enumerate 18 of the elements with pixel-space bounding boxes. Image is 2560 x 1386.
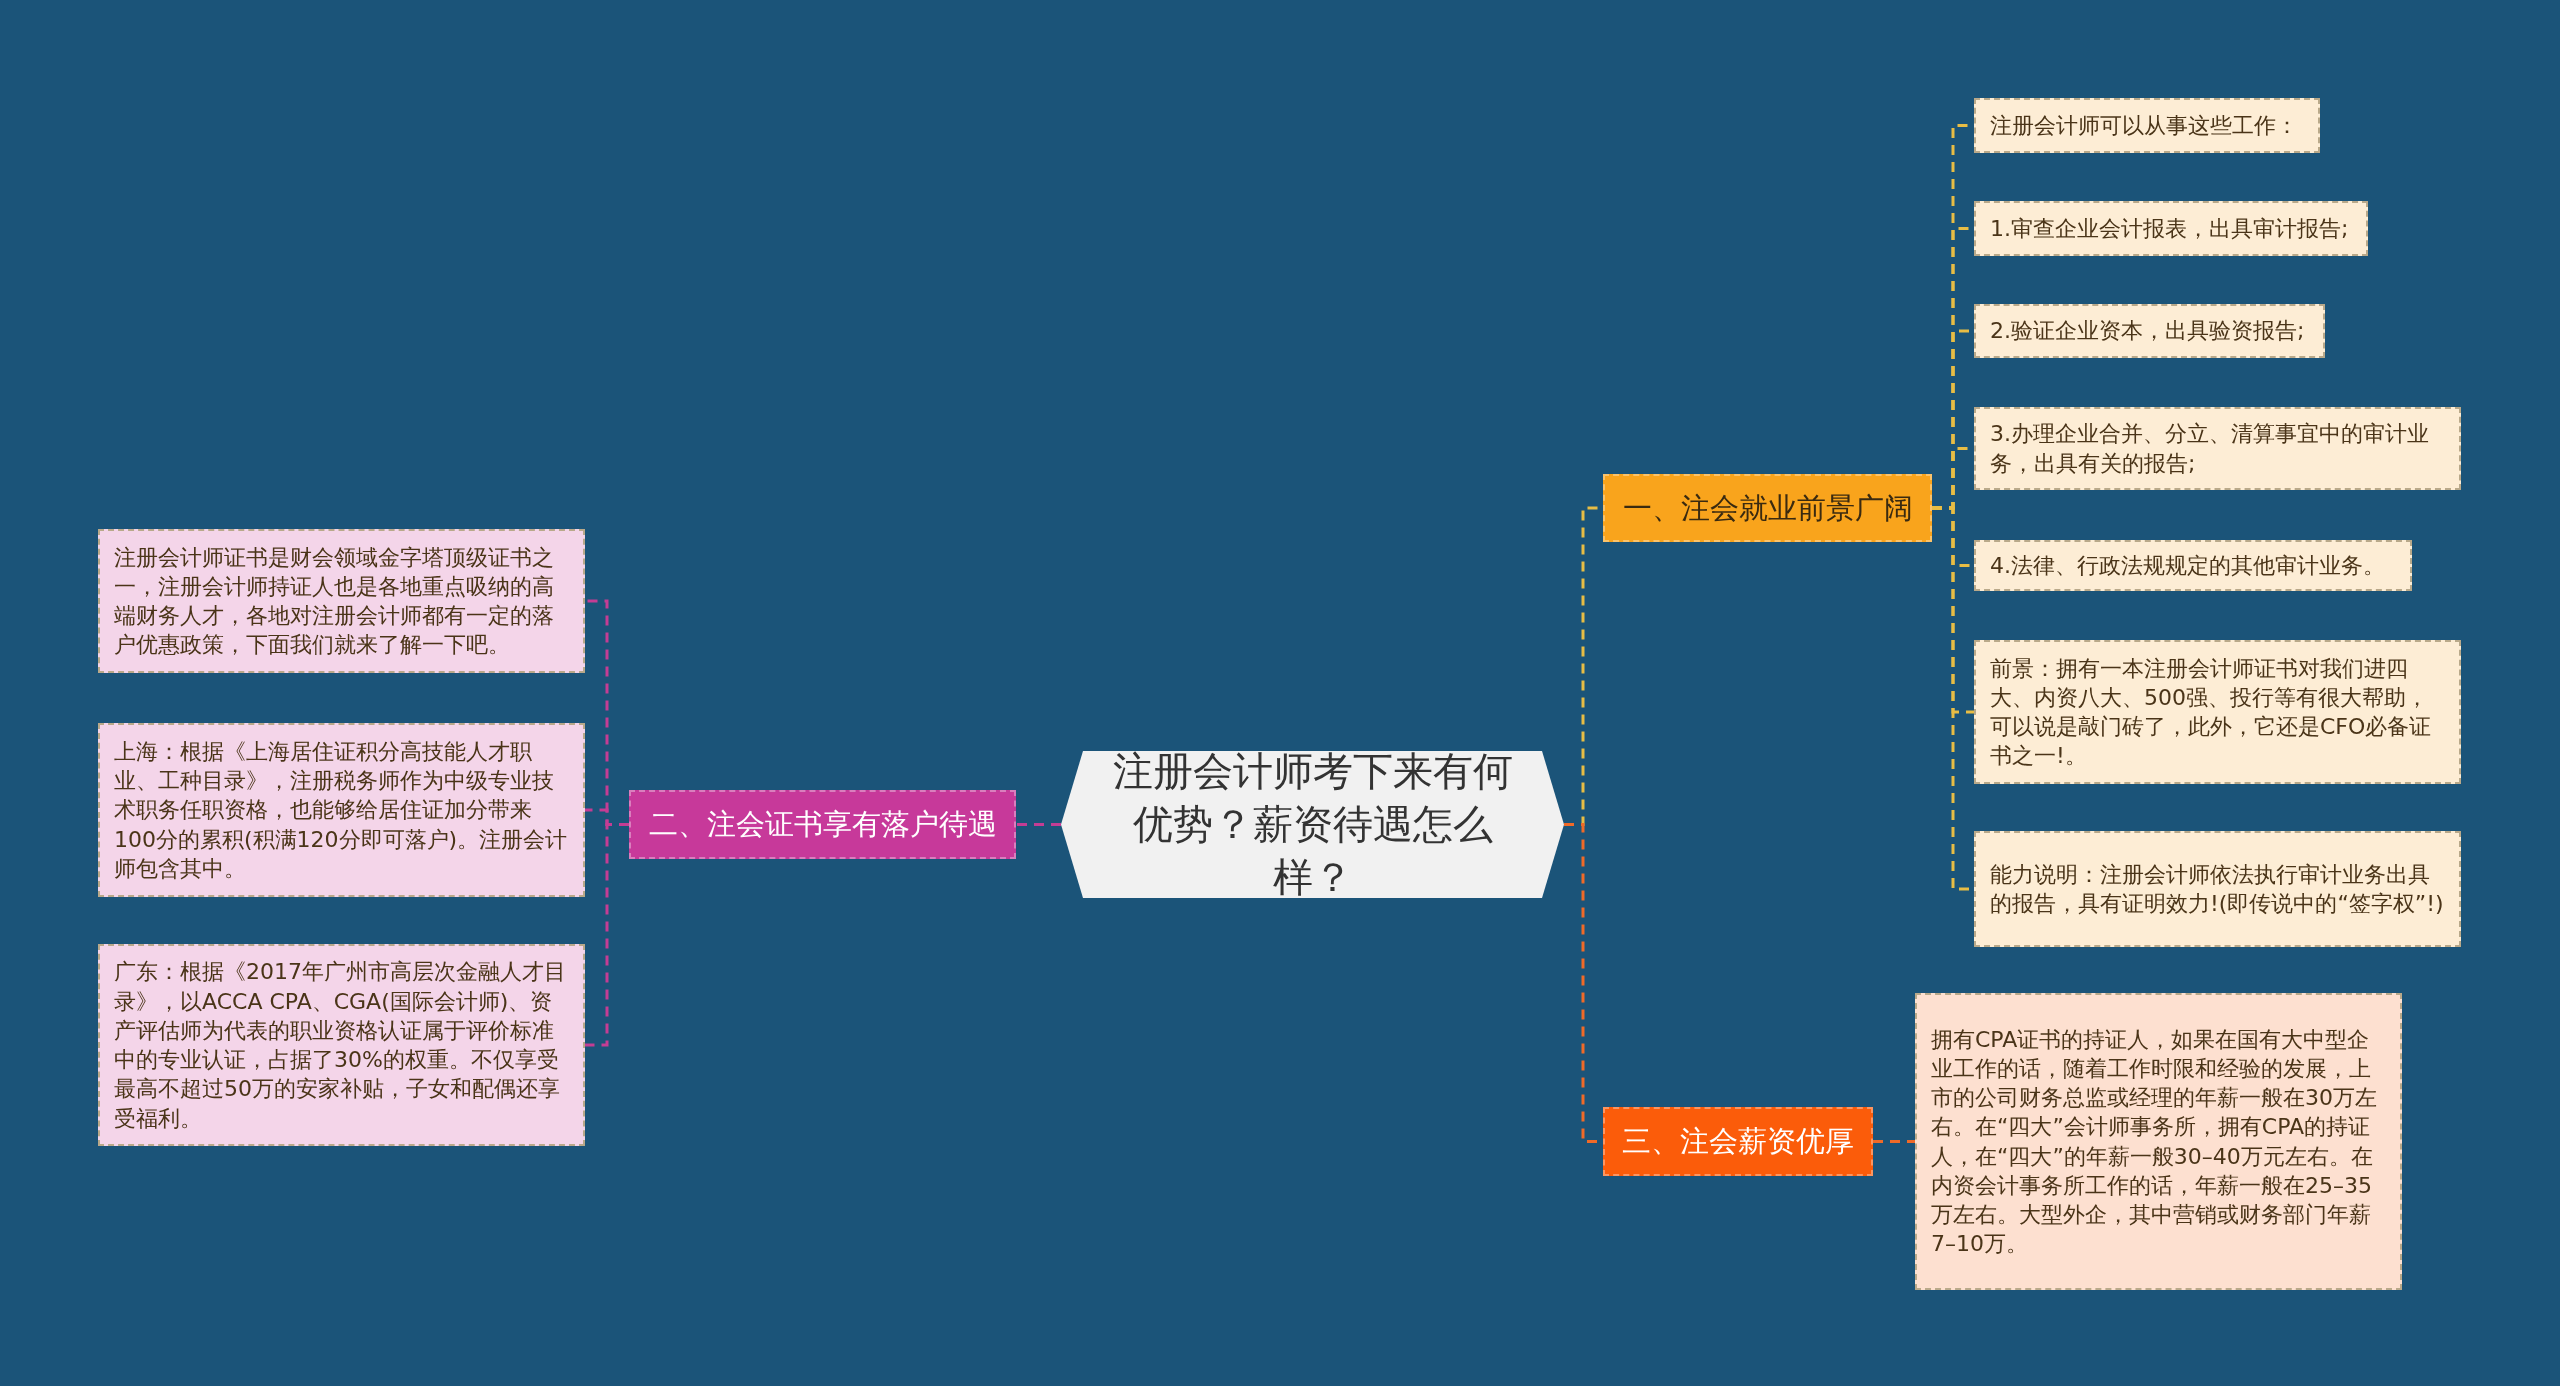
note-box: 广东：根据《2017年广州市高层次金融人才目录》，以ACCA CPA、CGA(国际会计师)、资产评估师为代表的职业资格认证属于评价标准中的专业认证，占据了30%的权重。不仅享受最高不超过50万的安家补贴，子女和配偶还享受福利。 [98, 944, 585, 1146]
note-box: 注册会计师证书是财会领域金字塔顶级证书之一，注册会计师持证人也是各地重点吸纳的高端财务人才，各地对注册会计师都有一定的落户优惠政策，下面我们就来了解一下吧。 [98, 529, 585, 673]
note-box: 上海：根据《上海居住证积分高技能人才职业、工种目录》，注册税务师作为中级专业技术职务任职资格，也能够给居住证加分带来100分的累积(积满120分即可落户)。注册会计师包含其中。 [98, 723, 585, 897]
topic-box: 一、注会就业前景广阔 [1603, 474, 1932, 542]
connector-line [1873, 1140, 1915, 1143]
note-box: 前景：拥有一本注册会计师证书对我们进四大、内资八大、500强、投行等有很大帮助，可以说是敲门砖了，此外，它还是CFO必备证书之一!。 [1974, 640, 2461, 784]
note-box: 注册会计师可以从事这些工作： [1974, 98, 2320, 153]
topic-title: 注册会计师考下来有何优势？薪资待遇怎么样？ [1111, 746, 1514, 903]
topic-box: 三、注会薪资优厚 [1603, 1107, 1873, 1176]
connector-line [585, 823, 629, 1047]
topic-box: 二、注会证书享有落户待遇 [629, 790, 1016, 859]
note-box: 1.审查企业会计报表，出具审计报告; [1974, 201, 2368, 256]
note-box: 能力说明：注册会计师依法执行审计业务出具的报告，具有证明效力!(即传说中的“签字权”!) [1974, 831, 2461, 947]
note-box: 拥有CPA证书的持证人，如果在国有大中型企业工作的话，随着工作时限和经验的发展，上市的公司财务总监或经理的年薪一般在30万左右。在“四大”会计师事务所，拥有CPA的持证人，在“四大”的年薪一般30–40万元左右。在内资会计事务所工作的话，年薪一般在25–35万左右。大型外企，其中营销或财务部门年薪7–10万。 [1915, 993, 2402, 1290]
connector-line [1016, 823, 1061, 826]
note-box: 3.办理企业合并、分立、清算事宜中的审计业务，出具有关的报告; [1974, 407, 2461, 490]
note-box: 2.验证企业资本，出具验资报告; [1974, 304, 2325, 358]
note-box: 4.法律、行政法规规定的其他审计业务。 [1974, 540, 2412, 591]
